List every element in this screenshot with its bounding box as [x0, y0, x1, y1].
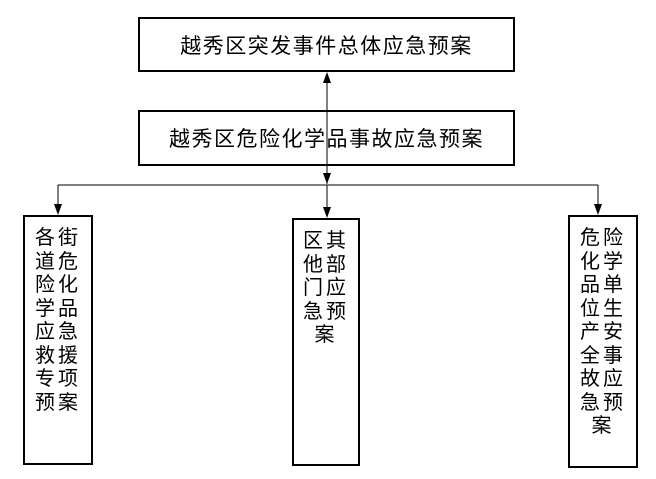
other-departments-plan-label: 区其他部门应急预案: [303, 230, 349, 346]
other-departments-plan-box: 区其他部门应急预案: [292, 218, 360, 466]
street-hazchem-rescue-plan-box: 各街道危险化学品应急救援专项预案: [23, 215, 93, 465]
hazchem-enterprise-plan-label: 危险化学品单位生产安全事故应急预案: [580, 227, 626, 437]
street-hazchem-rescue-plan-label: 各街道危险化学品应急救援专项预案: [35, 227, 81, 414]
hazchem-accident-plan-label: 越秀区危险化学品事故应急预案: [169, 127, 484, 151]
arrowhead-down-icon: [54, 204, 62, 215]
hazchem-enterprise-plan-box: 危险化学品单位生产安全事故应急预案: [568, 215, 638, 468]
arrowhead-up-icon: [323, 72, 331, 83]
overall-emergency-plan-label: 越秀区突发事件总体应急预案: [180, 33, 473, 58]
overall-emergency-plan-box: 越秀区突发事件总体应急预案: [138, 17, 515, 72]
arrowhead-down-icon: [323, 207, 331, 218]
arrowhead-down-icon: [323, 173, 331, 184]
arrowhead-down-icon: [594, 204, 602, 215]
hazchem-accident-plan-box: 越秀区危险化学品事故应急预案: [138, 110, 515, 166]
